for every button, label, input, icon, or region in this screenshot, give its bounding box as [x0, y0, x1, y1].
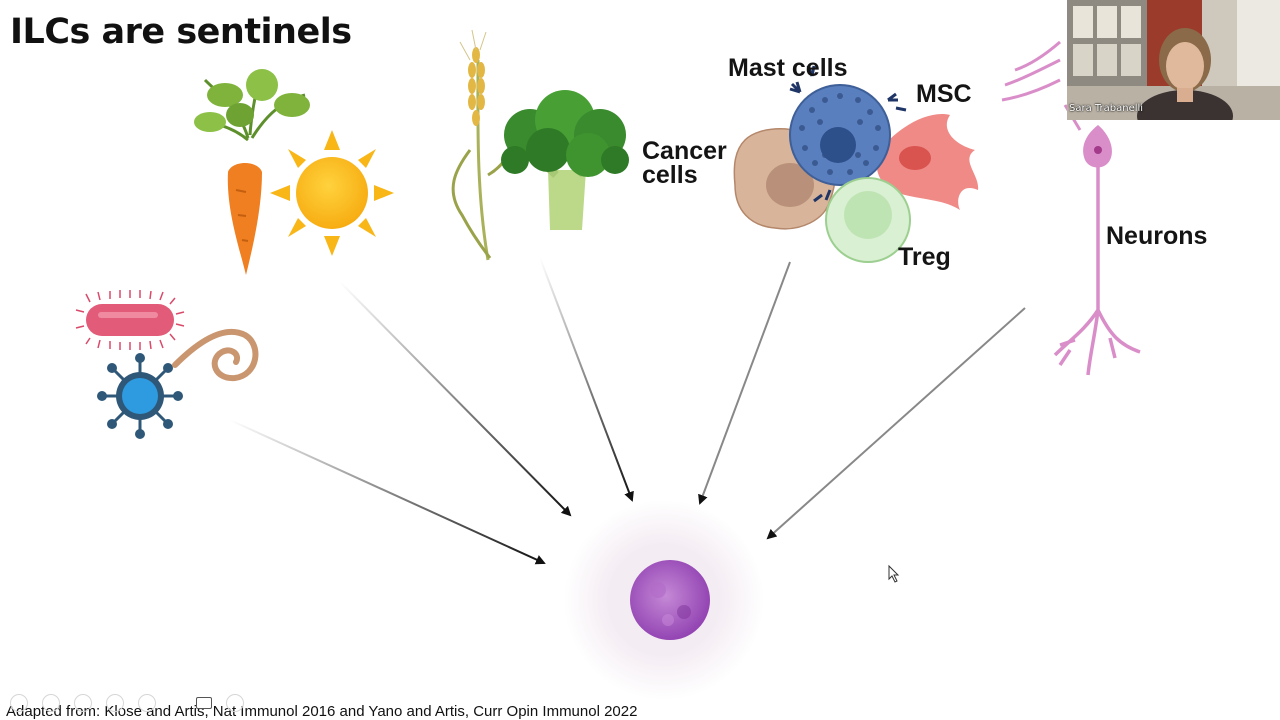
- arrow-neurons: [766, 307, 1026, 540]
- arrow-pathogens: [229, 419, 546, 565]
- pen-tool-button[interactable]: [74, 694, 92, 712]
- prev-slide-button[interactable]: [10, 694, 28, 712]
- cursor-icon: [888, 564, 900, 583]
- neuron-icon: [1001, 40, 1141, 376]
- worm-icon: [172, 328, 259, 382]
- more-options-button[interactable]: [226, 694, 244, 712]
- wheat-icon: [451, 29, 517, 261]
- label-msc: MSC: [916, 80, 972, 108]
- broccoli-icon: [501, 90, 629, 230]
- next-slide-button[interactable]: [42, 694, 60, 712]
- virus-icon: [97, 353, 183, 439]
- label-treg: Treg: [898, 243, 951, 271]
- slide-title: ILCs are sentinels: [10, 12, 352, 52]
- arrows: [229, 257, 1026, 565]
- treg-cell: [825, 177, 911, 263]
- arrow-plants: [539, 257, 634, 502]
- subtitles-icon[interactable]: [196, 697, 212, 709]
- sun-icon: [270, 130, 394, 256]
- ilc-cell-icon: [564, 500, 764, 700]
- speaker-video[interactable]: [1067, 0, 1280, 120]
- speaker-video-feed: [1067, 0, 1280, 120]
- grid-view-button[interactable]: [138, 694, 156, 712]
- label-cancer-cells: Cancer cells: [642, 137, 727, 189]
- msc-cell: [876, 114, 979, 210]
- label-neurons: Neurons: [1106, 222, 1208, 250]
- carrot-icon: [194, 69, 310, 275]
- arrow-cells: [698, 261, 791, 505]
- bacterium-icon: [75, 290, 185, 350]
- arrow-diet: [339, 281, 572, 517]
- citation-footer: Adapted from: Klose and Artis, Nat Immun…: [6, 703, 638, 720]
- cell-cluster: [733, 65, 979, 263]
- speaker-name: Sara Trabanelli: [1069, 103, 1144, 114]
- mast-cell: [789, 65, 907, 203]
- presentation-controls: [4, 694, 254, 714]
- zoom-button[interactable]: [106, 694, 124, 712]
- label-mast-cells: Mast cells: [728, 54, 848, 82]
